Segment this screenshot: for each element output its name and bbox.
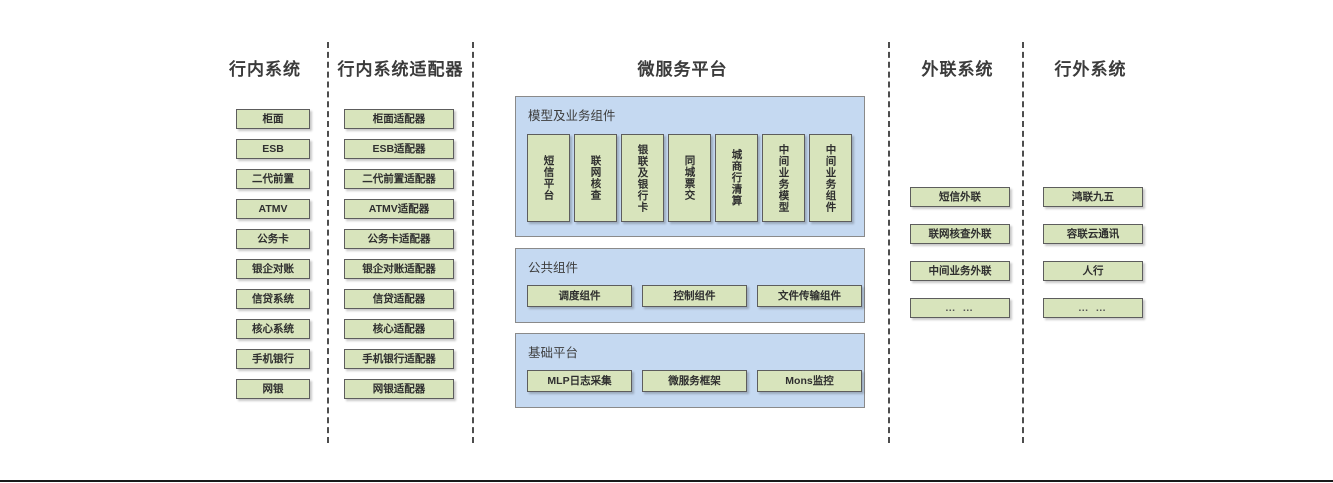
- node-outbank-2[interactable]: 人行: [1043, 261, 1143, 281]
- node-model-6[interactable]: 中间业务组件: [809, 134, 852, 222]
- node-inbank-adapter-6[interactable]: 信贷适配器: [344, 289, 454, 309]
- node-model-0[interactable]: 短信平台: [527, 134, 570, 222]
- node-model-1[interactable]: 联网核查: [574, 134, 617, 222]
- column-divider-2: [472, 42, 474, 443]
- node-public-2[interactable]: 文件传输组件: [757, 285, 862, 307]
- node-outbank-3[interactable]: … …: [1043, 298, 1143, 318]
- column-title-inbank-adapter: 行内系统适配器: [337, 60, 464, 79]
- node-inbank-1[interactable]: ESB: [236, 139, 310, 159]
- node-model-3[interactable]: 同城票交: [668, 134, 711, 222]
- column-divider-3: [888, 42, 890, 443]
- node-external-2[interactable]: 中间业务外联: [910, 261, 1010, 281]
- node-inbank-adapter-0[interactable]: 柜面适配器: [344, 109, 454, 129]
- node-inbank-adapter-2[interactable]: 二代前置适配器: [344, 169, 454, 189]
- node-inbank-4[interactable]: 公务卡: [236, 229, 310, 249]
- node-base-0[interactable]: MLP日志采集: [527, 370, 632, 392]
- node-model-4[interactable]: 城商行清算: [715, 134, 758, 222]
- node-inbank-8[interactable]: 手机银行: [236, 349, 310, 369]
- node-inbank-6[interactable]: 信贷系统: [236, 289, 310, 309]
- column-title-microservice-platform: 微服务平台: [637, 60, 728, 79]
- node-inbank-adapter-7[interactable]: 核心适配器: [344, 319, 454, 339]
- node-inbank-7[interactable]: 核心系统: [236, 319, 310, 339]
- bottom-border: [0, 480, 1333, 482]
- node-inbank-adapter-8[interactable]: 手机银行适配器: [344, 349, 454, 369]
- node-external-0[interactable]: 短信外联: [910, 187, 1010, 207]
- node-base-1[interactable]: 微服务框架: [642, 370, 747, 392]
- node-model-5[interactable]: 中间业务模型: [762, 134, 805, 222]
- panel-title-model-business-components: 模型及业务组件: [528, 109, 616, 123]
- column-title-inbank: 行内系统: [229, 60, 301, 79]
- node-inbank-adapter-5[interactable]: 银企对账适配器: [344, 259, 454, 279]
- node-outbank-0[interactable]: 鸿联九五: [1043, 187, 1143, 207]
- node-inbank-adapter-3[interactable]: ATMV适配器: [344, 199, 454, 219]
- node-external-1[interactable]: 联网核查外联: [910, 224, 1010, 244]
- node-inbank-9[interactable]: 网银: [236, 379, 310, 399]
- node-base-2[interactable]: Mons监控: [757, 370, 862, 392]
- node-inbank-adapter-1[interactable]: ESB适配器: [344, 139, 454, 159]
- column-title-external-link: 外联系统: [921, 60, 994, 79]
- node-inbank-adapter-9[interactable]: 网银适配器: [344, 379, 454, 399]
- node-inbank-3[interactable]: ATMV: [236, 199, 310, 219]
- node-outbank-1[interactable]: 容联云通讯: [1043, 224, 1143, 244]
- column-title-outbank: 行外系统: [1054, 60, 1127, 79]
- node-public-0[interactable]: 调度组件: [527, 285, 632, 307]
- column-divider-4: [1022, 42, 1024, 443]
- panel-title-public-components: 公共组件: [528, 261, 579, 275]
- column-divider-1: [327, 42, 329, 443]
- node-inbank-2[interactable]: 二代前置: [236, 169, 310, 189]
- node-external-3[interactable]: … …: [910, 298, 1010, 318]
- node-inbank-adapter-4[interactable]: 公务卡适配器: [344, 229, 454, 249]
- node-inbank-0[interactable]: 柜面: [236, 109, 310, 129]
- node-model-2[interactable]: 银联及银行卡: [621, 134, 664, 222]
- panel-title-base-platform: 基础平台: [528, 346, 579, 360]
- node-inbank-5[interactable]: 银企对账: [236, 259, 310, 279]
- node-public-1[interactable]: 控制组件: [642, 285, 747, 307]
